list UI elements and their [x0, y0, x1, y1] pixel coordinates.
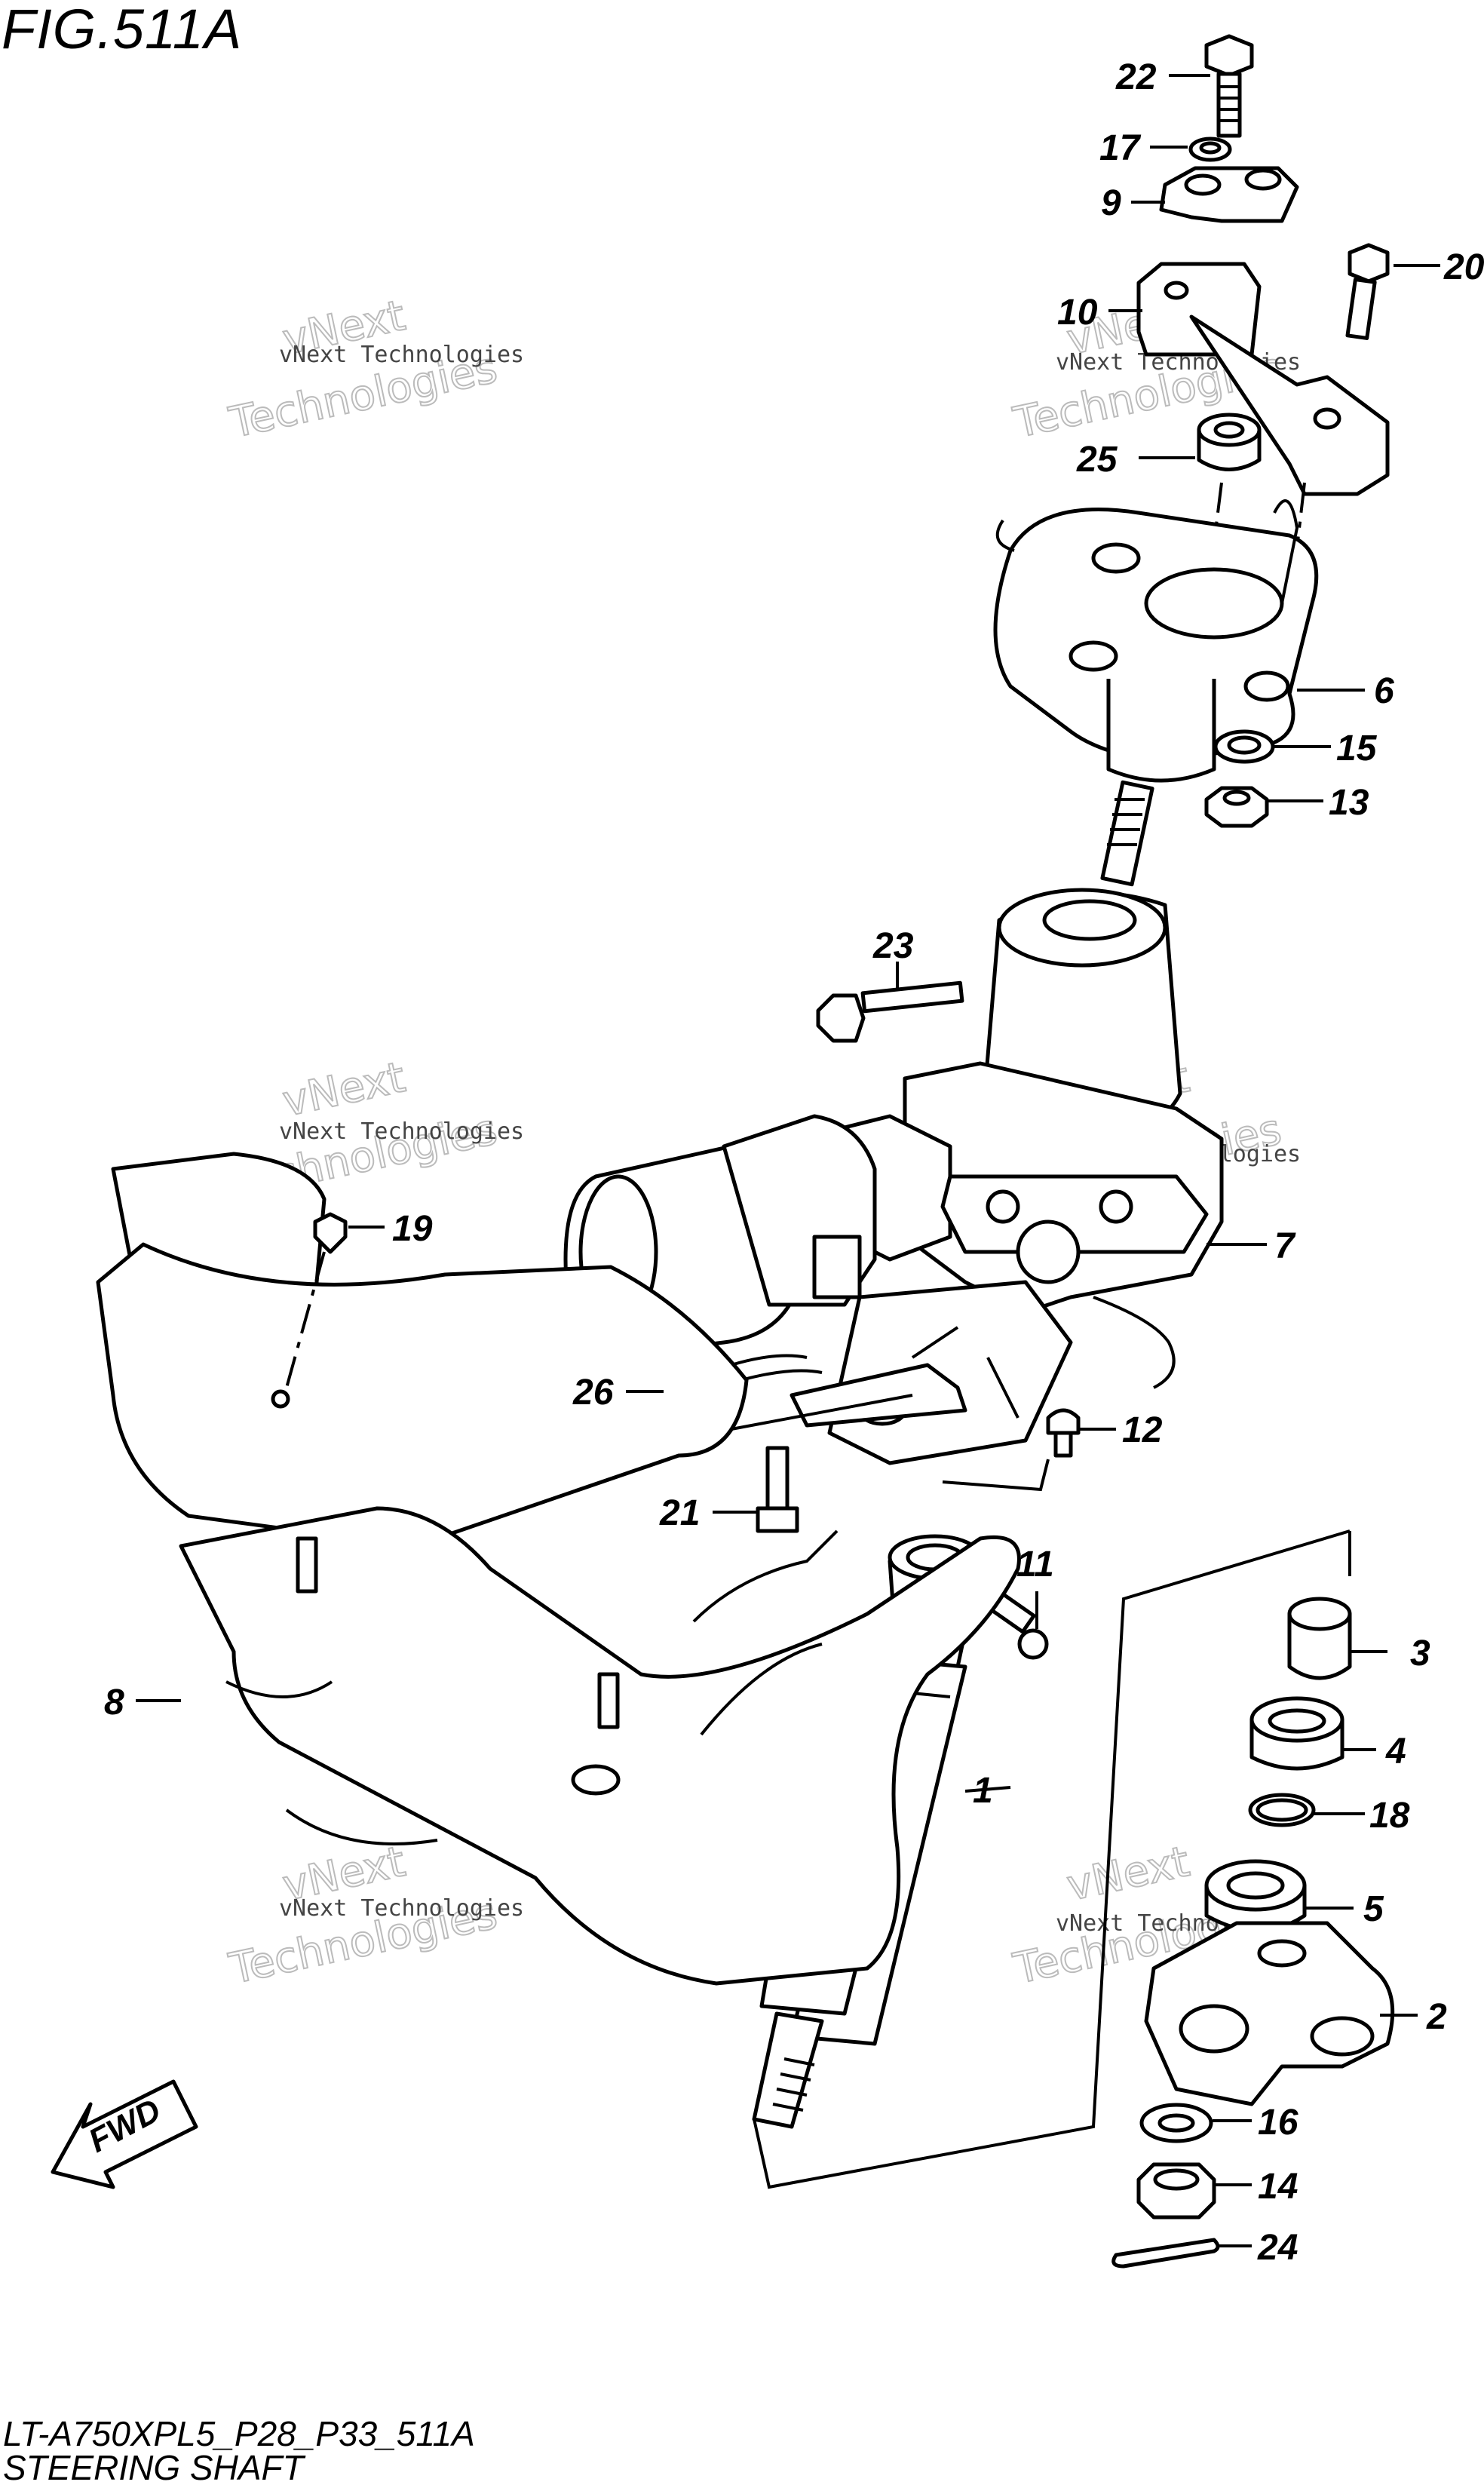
clamp-9 [1159, 166, 1299, 223]
washer-17 [1188, 137, 1232, 162]
bracket-10 [1136, 262, 1390, 496]
arm-2 [1144, 1921, 1395, 2106]
fwd-direction-badge: FWD [51, 2079, 198, 2189]
bolt-20 [1345, 243, 1390, 340]
callout-1: 1 [973, 1771, 993, 1811]
callout-21: 21 [659, 1493, 700, 1533]
watermark-text: vNext Technologies [279, 1895, 524, 1922]
bolt-21 [756, 1446, 799, 1533]
oring-18 [1248, 1793, 1316, 1827]
leader-bracket [942, 1459, 1050, 1492]
callout-22: 22 [1115, 57, 1157, 97]
callout-26: 26 [572, 1373, 614, 1413]
housing-6 [993, 499, 1319, 783]
bolt-23 [816, 980, 964, 1043]
mount-hole [271, 1389, 290, 1409]
collar-25 [1197, 413, 1262, 471]
callout-20: 20 [1443, 247, 1484, 287]
nut-14 [1136, 2162, 1216, 2220]
figure-title: FIG.511A [2, 0, 243, 60]
washer-16 [1139, 2103, 1213, 2143]
callout-4: 4 [1385, 1732, 1406, 1772]
callout-13: 13 [1329, 783, 1369, 823]
clip-19 [313, 1212, 348, 1254]
callout-18: 18 [1369, 1796, 1410, 1836]
callout-23: 23 [872, 926, 914, 966]
watermark-vnext: vNext [1062, 1837, 1194, 1911]
callout-25: 25 [1076, 440, 1118, 480]
callout-2: 2 [1426, 1997, 1447, 2037]
eps-unit-7 [563, 780, 1224, 1465]
nut-13 [1204, 786, 1269, 828]
bolt-12 [1046, 1408, 1081, 1458]
washer-15 [1213, 729, 1275, 764]
leader-line [964, 1786, 1011, 1793]
callout-14: 14 [1258, 2167, 1298, 2207]
callout-12: 12 [1122, 1410, 1163, 1450]
cotter-pin-24 [1111, 2238, 1220, 2269]
callout-16: 16 [1258, 2103, 1298, 2143]
figure-caption: STEERING SHAFT [3, 2448, 304, 2487]
guard-8 [96, 1152, 1021, 1986]
group-bracket [753, 1529, 1351, 2189]
callout-6: 6 [1374, 671, 1394, 711]
watermark-vnext: vNext [278, 1053, 409, 1127]
bolt-22 [1204, 34, 1254, 138]
callout-8: 8 [104, 1683, 124, 1723]
callout-group: 22 17 9 10 20 25 6 15 13 23 7 19 26 12 2… [104, 57, 1484, 2268]
model-code: LT-A750XPL5_P28_P33_511A [3, 2414, 475, 2453]
callout-3: 3 [1410, 1634, 1430, 1673]
callout-15: 15 [1336, 729, 1378, 768]
callout-19: 19 [392, 1209, 433, 1249]
callout-24: 24 [1257, 2228, 1298, 2268]
callout-9: 9 [1101, 183, 1121, 223]
bushing-3 [1287, 1597, 1352, 1680]
callout-11: 11 [1016, 1545, 1054, 1585]
watermark-text: vNext Technologies [279, 1118, 524, 1145]
watermark-text: vNext Technologies [279, 342, 524, 368]
centerline [285, 1251, 326, 1388]
callout-7: 7 [1274, 1226, 1296, 1266]
callout-10: 10 [1057, 293, 1098, 333]
seal-4 [1249, 1696, 1344, 1771]
bearing-5 [1204, 1859, 1307, 1933]
callout-5: 5 [1363, 1889, 1384, 1929]
callout-17: 17 [1099, 128, 1142, 168]
